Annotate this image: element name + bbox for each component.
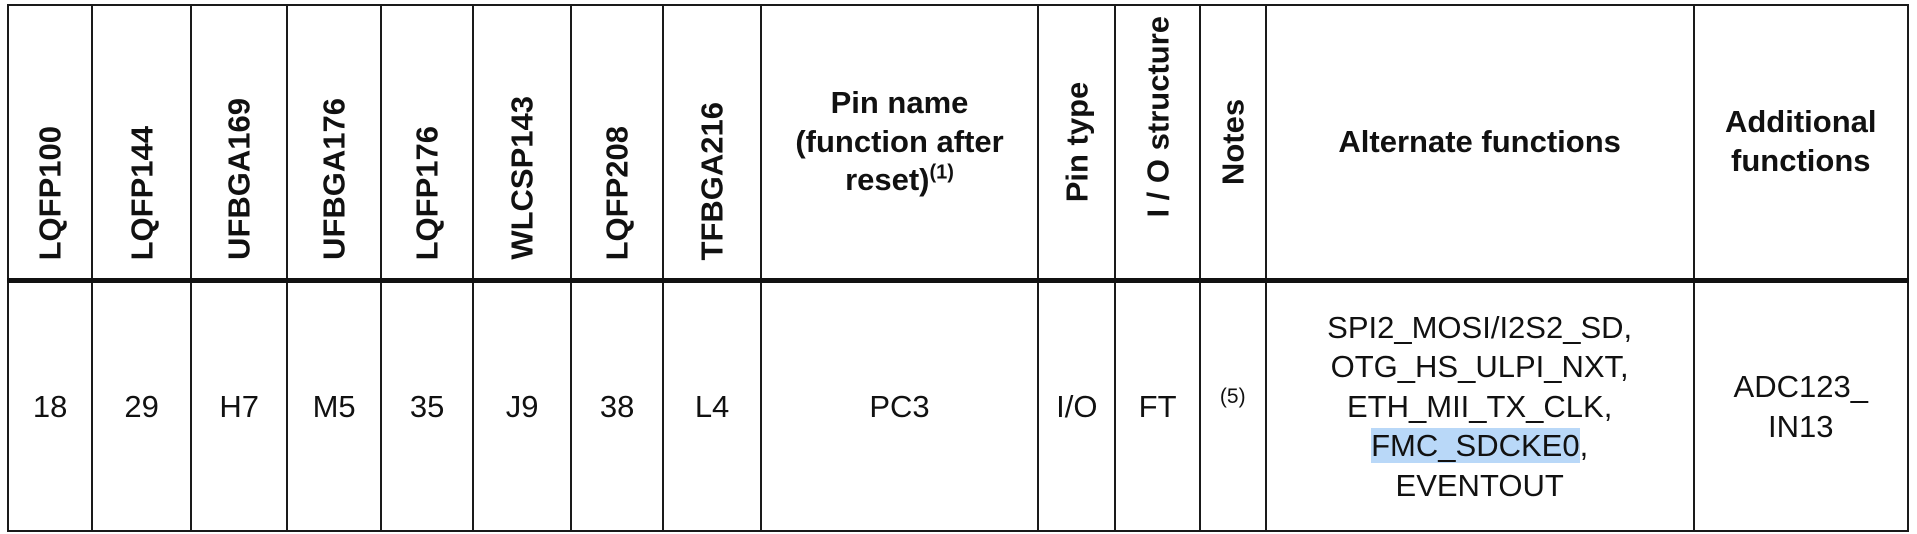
pinout-table: LQFP100 LQFP144 UFBGA169 UFBGA176 LQFP17…	[6, 4, 1910, 532]
col-header-ufbga176: UFBGA176	[286, 4, 382, 283]
additional-header-line1: Additional	[1724, 104, 1877, 140]
col-header-io-structure-label: I / O structure	[1140, 16, 1176, 218]
col-header-lqfp176-label: LQFP176	[409, 125, 445, 260]
alt-function-eth[interactable]: ETH_MII_TX_CLK,	[1347, 388, 1613, 424]
cell-ufbga169: H7	[189, 279, 289, 532]
table-row: 18 29 H7 M5 35 J9 38 L4 PC3 I/O FT (5) S…	[6, 279, 1910, 532]
col-header-lqfp100-label: LQFP100	[32, 125, 68, 260]
cell-additional-functions: ADC123_ IN13	[1692, 279, 1910, 532]
col-header-tfbga216-label: TFBGA216	[694, 101, 730, 260]
col-header-tfbga216: TFBGA216	[662, 4, 762, 283]
pin-name-footnote-ref: (1)	[929, 162, 954, 185]
additional-function-line2: IN13	[1768, 408, 1834, 444]
col-header-lqfp144-label: LQFP144	[124, 125, 160, 260]
cell-pin-type: I/O	[1037, 279, 1117, 532]
cell-ufbga176: M5	[286, 279, 382, 532]
alt-function-spi2[interactable]: SPI2_MOSI/I2S2_SD,	[1327, 310, 1633, 346]
col-header-lqfp176: LQFP176	[379, 4, 475, 283]
cell-lqfp144: 29	[91, 279, 192, 532]
col-header-ufbga176-label: UFBGA176	[316, 98, 352, 260]
col-header-lqfp144: LQFP144	[91, 4, 192, 283]
col-header-pin-type-label: Pin type	[1059, 81, 1095, 203]
header-row: LQFP100 LQFP144 UFBGA169 UFBGA176 LQFP17…	[6, 4, 1910, 283]
cell-alternate-functions[interactable]: SPI2_MOSI/I2S2_SD, OTG_HS_ULPI_NXT, ETH_…	[1264, 279, 1695, 532]
col-header-ufbga169: UFBGA169	[189, 4, 289, 283]
col-header-alternate-functions: Alternate functions	[1264, 4, 1695, 283]
additional-function-line1: ADC123_	[1733, 369, 1868, 405]
cell-lqfp100: 18	[6, 279, 94, 532]
col-header-lqfp208: LQFP208	[569, 4, 665, 283]
col-header-ufbga169-label: UFBGA169	[221, 98, 257, 260]
col-header-lqfp100: LQFP100	[6, 4, 94, 283]
alt-function-otg-hs[interactable]: OTG_HS_ULPI_NXT,	[1330, 349, 1629, 385]
cell-tfbga216: L4	[662, 279, 762, 532]
pin-name-header-line3: reset)	[845, 162, 930, 198]
alt-function-eventout[interactable]: EVENTOUT	[1395, 467, 1564, 503]
additional-header-line2: functions	[1731, 143, 1871, 178]
col-header-lqfp208-label: LQFP208	[599, 125, 635, 260]
notes-footnote-ref: (5)	[1219, 384, 1246, 408]
col-header-pin-type: Pin type	[1037, 4, 1117, 283]
cell-lqfp208: 38	[569, 279, 665, 532]
alt-function-comma: ,	[1579, 428, 1589, 464]
col-header-notes-label: Notes	[1215, 98, 1251, 186]
pin-name-header-line2: (function after	[795, 123, 1004, 159]
col-header-additional-functions: Additional functions	[1692, 4, 1910, 283]
col-header-wlcsp143: WLCSP143	[472, 4, 572, 283]
selected-text-fmc-sdcke0[interactable]: FMC_SDCKE0	[1371, 428, 1580, 464]
cell-wlcsp143: J9	[472, 279, 572, 532]
cell-io-structure: FT	[1114, 279, 1201, 532]
col-header-notes: Notes	[1198, 4, 1267, 283]
col-header-pin-name: Pin name (function after reset)(1)	[759, 4, 1040, 283]
cell-pin-name: PC3	[759, 279, 1040, 532]
pin-name-header-line1: Pin name	[830, 84, 969, 120]
cell-notes: (5)	[1198, 279, 1267, 532]
cell-lqfp176: 35	[379, 279, 475, 532]
col-header-wlcsp143-label: WLCSP143	[504, 96, 540, 260]
col-header-io-structure: I / O structure	[1114, 4, 1201, 283]
